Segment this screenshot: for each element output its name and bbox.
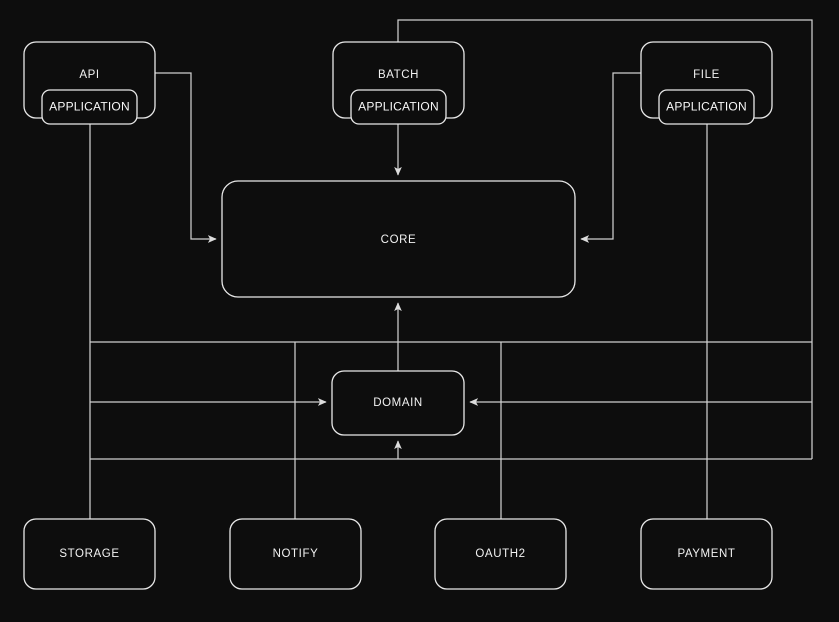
node-storage[interactable]: STORAGE <box>23 518 156 590</box>
node-file-application-rect[interactable] <box>658 89 755 125</box>
node-batch-label: BATCH <box>378 69 419 81</box>
node-api-application-rect[interactable] <box>41 89 138 125</box>
node-storage-rect[interactable] <box>23 518 156 590</box>
node-oauth2-rect[interactable] <box>434 518 567 590</box>
node-payment-rect[interactable] <box>640 518 773 590</box>
node-core[interactable]: CORE <box>221 180 576 298</box>
edge-payment-rail <box>397 19 813 459</box>
node-file[interactable]: FILE APPLICATION <box>640 41 773 125</box>
node-batch-application-label: APPLICATION <box>358 100 439 114</box>
edge-api-to-core <box>155 72 217 243</box>
node-batch[interactable]: BATCH APPLICATION <box>332 41 465 125</box>
node-core-rect[interactable] <box>221 180 576 298</box>
node-core-label: CORE <box>381 234 417 246</box>
node-domain-label: DOMAIN <box>373 397 423 409</box>
node-notify-rect[interactable] <box>229 518 362 590</box>
node-oauth2-label: OAUTH2 <box>475 548 525 560</box>
node-file-application-label: APPLICATION <box>666 100 747 114</box>
node-domain[interactable]: DOMAIN <box>331 370 465 436</box>
node-payment-label: PAYMENT <box>677 548 735 560</box>
edge-layer <box>89 19 813 519</box>
node-payment[interactable]: PAYMENT <box>640 518 773 590</box>
edge-file-to-core <box>580 72 641 243</box>
node-notify-label: NOTIFY <box>273 548 319 560</box>
node-storage-label: STORAGE <box>59 548 119 560</box>
node-api[interactable]: API APPLICATION <box>23 41 156 125</box>
node-api-application-label: APPLICATION <box>49 100 130 114</box>
node-batch-application-rect[interactable] <box>350 89 447 125</box>
node-notify[interactable]: NOTIFY <box>229 518 362 590</box>
node-file-label: FILE <box>693 69 720 81</box>
node-domain-rect[interactable] <box>331 370 465 436</box>
node-oauth2[interactable]: OAUTH2 <box>434 518 567 590</box>
node-api-label: API <box>79 69 99 81</box>
